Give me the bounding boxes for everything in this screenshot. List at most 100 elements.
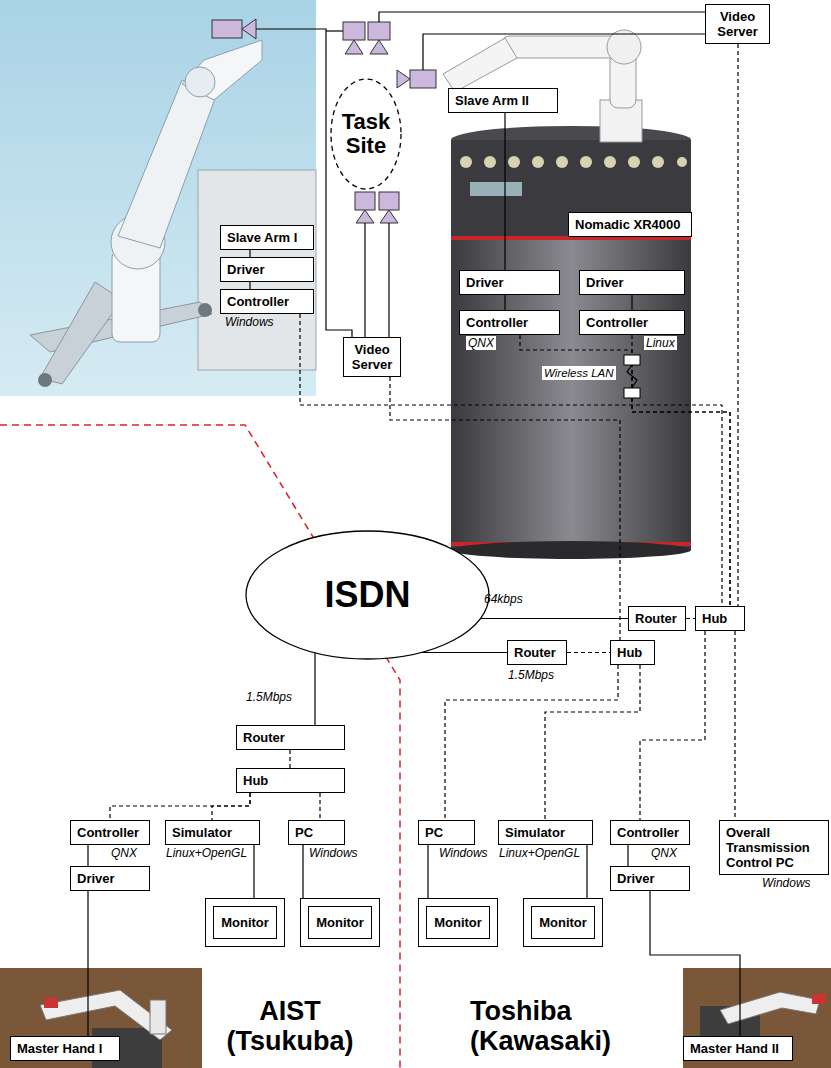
cable-link <box>627 845 628 866</box>
node-label: Simulator <box>172 825 253 840</box>
video-cable <box>256 12 705 337</box>
os-label: QNX <box>111 846 137 860</box>
slave-arm-photo <box>0 0 316 396</box>
node-label: PC <box>295 825 338 840</box>
os-label: QNX <box>651 846 677 860</box>
network-link <box>545 665 640 820</box>
video-cable <box>364 223 365 337</box>
node-label: Slave Arm I <box>227 230 307 245</box>
slave-arm-photo <box>40 282 122 384</box>
master-hand-photo <box>812 994 826 1004</box>
os-label: Windows <box>225 315 274 329</box>
cable-link <box>504 295 505 310</box>
task-site-circle-outline <box>331 79 401 189</box>
node-label: Controller <box>227 294 307 309</box>
mobile-robot-photo <box>580 156 592 168</box>
mobile-robot-photo <box>443 38 517 92</box>
video-server-box: Video Server <box>705 4 770 44</box>
bandwidth-label: 64kbps <box>484 592 523 606</box>
camera <box>355 192 375 210</box>
node-label: Monitor <box>426 906 490 939</box>
node-label: Monitor <box>213 906 277 939</box>
driver-box: Driver <box>220 257 314 282</box>
node-label: Simulator <box>505 825 586 840</box>
mobile-robot-photo <box>460 156 472 168</box>
node-label: Driver <box>227 262 307 277</box>
camera <box>368 22 390 40</box>
driver-box: Driver <box>70 866 150 891</box>
simulator-box: SimulatorLinux+OpenGL <box>165 820 260 845</box>
node-label: Router <box>514 645 560 660</box>
os-label: Windows <box>309 846 358 860</box>
video-cable <box>326 30 343 31</box>
camera <box>242 19 256 39</box>
node-label: Controller <box>617 825 683 840</box>
network-link <box>567 652 610 653</box>
cable-link <box>253 845 254 898</box>
mobile-robot-photo <box>532 156 544 168</box>
cable-link <box>504 113 505 270</box>
controller-box: ControllerWindows <box>220 289 314 314</box>
network-link <box>520 335 730 606</box>
node-label: Driver <box>586 275 678 290</box>
mobile-robot-photo <box>443 30 691 559</box>
cable-link <box>314 653 315 725</box>
cable-link <box>650 891 740 1036</box>
slave-arm-photo <box>38 373 52 387</box>
controller-box: ControllerQNX <box>70 820 150 845</box>
slave-arm-photo <box>198 303 212 317</box>
robot-box: Nomadic XR4000 <box>568 212 692 237</box>
node-label: Driver <box>77 871 143 886</box>
camera <box>345 40 363 54</box>
site-label: Toshiba (Kawasaki) <box>470 996 645 1056</box>
controller-box: ControllerQNX <box>610 820 690 845</box>
os-label: Windows <box>762 876 811 890</box>
site-divider <box>0 425 400 1068</box>
node-label: Router <box>635 611 679 626</box>
node-label: Master Hand I <box>17 1041 113 1056</box>
video-server-box: Video Server <box>343 337 401 377</box>
network-link <box>734 631 735 820</box>
node-label: Hub <box>617 645 648 660</box>
master-hand-photo <box>0 968 202 1068</box>
mobile-robot-photo <box>607 30 641 64</box>
video-cable <box>379 12 705 22</box>
monitor-box: Monitor <box>418 898 498 947</box>
site-label: AIST (Tsukuba) <box>215 996 365 1056</box>
node-label: Master Hand II <box>690 1041 786 1056</box>
master-hand-photo <box>0 968 831 1068</box>
link-label: Wireless LAN <box>542 366 616 380</box>
driver-box: Driver <box>459 270 560 295</box>
master-hand-box: Master Hand II <box>683 1036 793 1061</box>
node-label: Controller <box>77 825 143 840</box>
network-cloud-outline <box>246 531 489 659</box>
master-hand-photo <box>40 990 172 1040</box>
node-label: Nomadic XR4000 <box>575 217 685 232</box>
cable-link <box>421 652 507 653</box>
mobile-robot-photo <box>470 182 522 196</box>
network-link <box>686 618 695 619</box>
network-cloud: ISDN <box>245 530 490 660</box>
mobile-robot-photo <box>451 541 691 559</box>
cable-link <box>87 891 88 1036</box>
node-label: Overall Transmission Control PC <box>726 825 822 870</box>
cable-link <box>481 618 629 619</box>
mobile-robot-photo <box>451 140 691 238</box>
hub-box: Hub <box>610 640 655 665</box>
master-hand-photo <box>150 1000 166 1034</box>
node-label: Slave Arm II <box>455 93 551 108</box>
slave-arm-box: Slave Arm I <box>220 225 314 250</box>
mobile-robot-photo <box>628 156 640 168</box>
cable-link <box>249 282 250 289</box>
master-hand-photo <box>44 998 58 1008</box>
network-link <box>737 44 738 606</box>
camera <box>397 70 410 88</box>
bandwidth-label: 1.5Mbps <box>246 690 292 704</box>
node-label: PC <box>425 825 468 840</box>
cable-link <box>302 845 303 898</box>
cable-link <box>249 250 250 257</box>
camera <box>410 70 436 88</box>
camera <box>356 210 374 223</box>
slave-arm-photo <box>198 170 316 370</box>
